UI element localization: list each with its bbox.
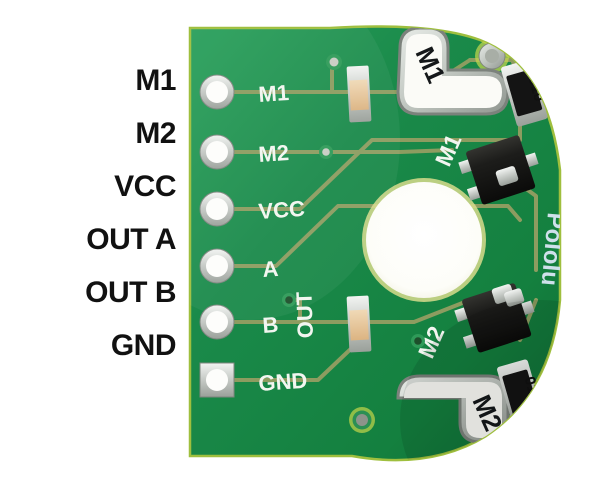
via-out <box>282 293 296 307</box>
through-hole-pad-a <box>199 248 235 284</box>
silk-a: A <box>262 256 280 282</box>
pin-label-out-a: OUT A <box>86 223 176 256</box>
silk-vcc: VCC <box>258 196 306 224</box>
mounting-hole-bottom <box>349 407 375 433</box>
through-hole-pad-vcc <box>199 191 235 227</box>
through-hole-pad-m1 <box>199 74 235 110</box>
pin-label-gnd: GND <box>110 329 177 362</box>
motor-slot-pad-m1: M1 <box>396 26 510 116</box>
silk-m2: M2 <box>258 140 290 167</box>
via-m2 <box>319 145 333 159</box>
through-hole-pad-m2 <box>199 134 235 170</box>
via-m2-lower <box>411 334 425 348</box>
pin-label-m1: M1 <box>135 64 176 97</box>
silkscreen-pad-labels: M1 M2 VCC A B GND OUT <box>258 80 318 396</box>
pad-column <box>199 74 235 398</box>
through-hole-pad-gnd <box>199 362 235 398</box>
motor-shaft-hole <box>362 178 486 302</box>
silk-b: B <box>262 312 280 338</box>
pin-label-vcc: VCC <box>114 170 176 203</box>
smd-capacitor-top <box>346 65 372 123</box>
pin-label-column: M1 M2 VCC OUT A OUT B GND <box>0 66 176 384</box>
pin-label-out-b: OUT B <box>85 276 176 309</box>
motor-slot-pad-m2: M2 <box>396 374 510 444</box>
solder-pads <box>491 166 525 307</box>
smd-capacitor-bottom <box>346 295 372 353</box>
silk-gnd: GND <box>258 368 309 396</box>
through-hole-pad-b <box>199 304 235 340</box>
via-top <box>326 54 342 70</box>
pin-label-m2: M2 <box>135 117 176 150</box>
silk-m1: M1 <box>258 80 290 107</box>
